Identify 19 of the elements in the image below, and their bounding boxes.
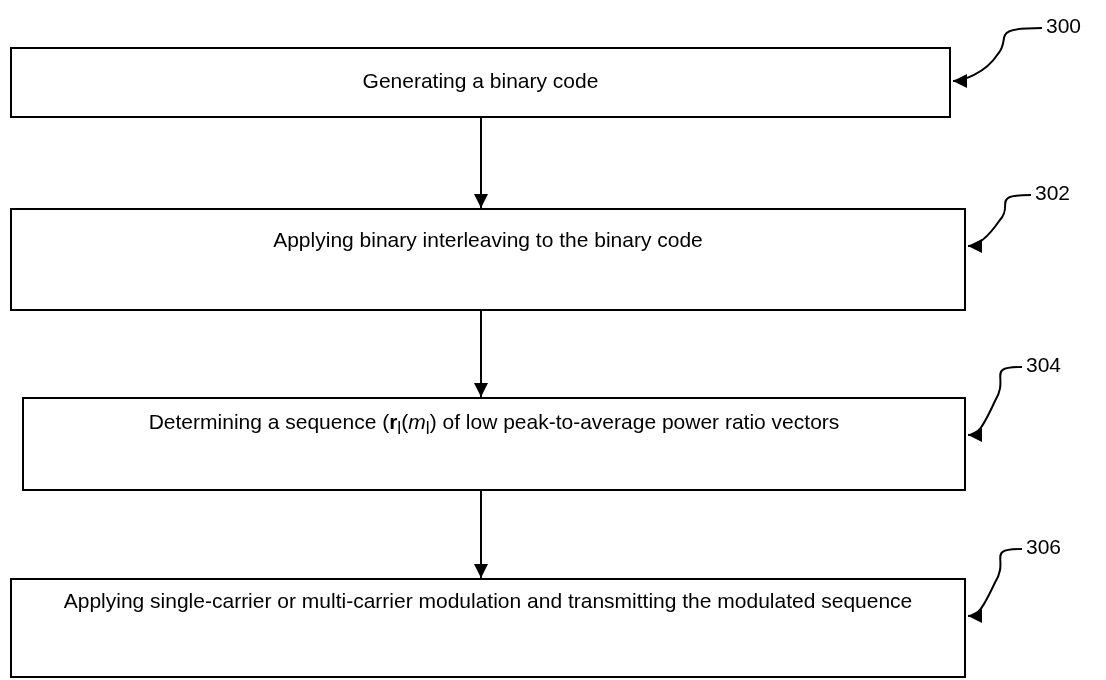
callout-number: 300 <box>1046 14 1083 38</box>
process-box <box>10 578 966 678</box>
leader-line <box>952 27 1043 88</box>
step-text: Determining a sequence (r$_{l}$(m$_{l}$) of low peak-to-average power ratio vectors <box>148 409 840 441</box>
leader-line <box>967 194 1032 253</box>
step-text: Generating a binary code <box>362 68 599 94</box>
process-box <box>10 208 966 311</box>
leader-line <box>967 366 1023 441</box>
arrow <box>474 490 488 579</box>
process-box <box>10 47 951 118</box>
callout-number: 302 <box>1035 181 1072 205</box>
callout-number: 304 <box>1026 353 1063 377</box>
process-box <box>22 397 966 491</box>
arrow <box>474 310 488 398</box>
step-text: Applying binary interleaving to the binary code <box>273 227 703 253</box>
leader-line <box>967 548 1023 622</box>
arrow <box>474 117 488 209</box>
step-text: Applying single-carrier or multi-carrier modulation and transmitting the modulated sequence <box>63 588 913 614</box>
callout-number: 306 <box>1026 535 1063 559</box>
